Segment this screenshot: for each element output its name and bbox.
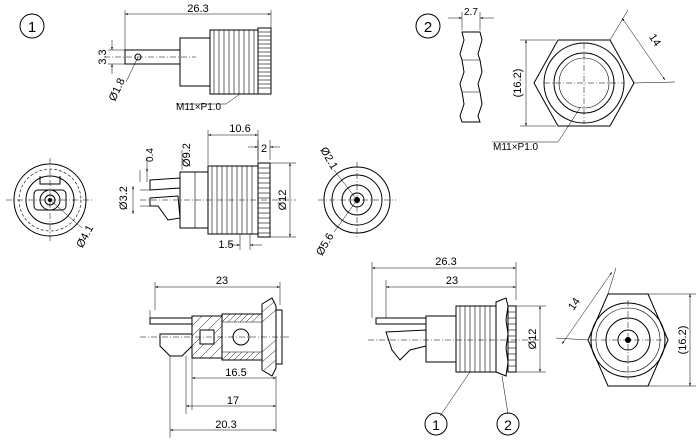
- dim-center-pin-dia: Ø2.1: [317, 145, 339, 172]
- side-view-top: 26.3 3.3 Ø1.8: [97, 3, 272, 113]
- left-face-view: Ø4.1: [6, 158, 96, 250]
- dim-assembly-length-overall: 26.3: [435, 256, 456, 268]
- callout-one: 1: [19, 13, 45, 39]
- dim-section-length-17: 17: [227, 395, 239, 407]
- label-nut-thread: M11×P1.0: [493, 142, 539, 153]
- callout-two-label: 2: [424, 19, 432, 36]
- nut-side-view: 2.7: [448, 7, 494, 123]
- dim-section-length-20-3: 20.3: [215, 419, 236, 431]
- right-face-view: Ø2.1 Ø5.6: [314, 145, 396, 258]
- assembly-callout-two-label: 2: [504, 417, 512, 433]
- dim-length-overall-top: 26.3: [187, 3, 208, 15]
- dim-assembly-across-flats: 14: [566, 296, 583, 313]
- dim-body-dia: Ø9.2: [181, 143, 193, 167]
- section-view: 23: [140, 275, 290, 438]
- dim-assembly-dia: Ø12: [527, 329, 539, 350]
- dim-nut-thickness: 2.7: [464, 7, 478, 18]
- label-thread-top: M11×P1.0: [176, 102, 222, 113]
- dim-nut-across-flats: 14: [646, 32, 663, 49]
- dim-section-length-16-5: 16.5: [225, 367, 246, 379]
- dim-assembly-length-23: 23: [446, 275, 458, 287]
- assembly-front-view: (16.2) 14: [555, 267, 696, 387]
- dim-section-length-23: 23: [216, 275, 228, 287]
- side-view-middle: 10.6 0.4 Ø9.2 2 Ø3.2: [118, 123, 296, 251]
- assembly-side-view: 26.3 23 Ø12: [368, 256, 546, 436]
- dim-pin-offset: 1.5: [218, 239, 233, 251]
- callout-two: 2: [415, 13, 441, 39]
- dim-left-face-dia: Ø4.1: [74, 223, 96, 250]
- dim-flange: 2: [261, 143, 267, 155]
- dim-assembly-across-corners: (16.2): [677, 326, 689, 355]
- dim-pin-hole: Ø1.8: [107, 76, 128, 103]
- nut-front-view: (16.2) 14 M11×P1.0: [492, 9, 676, 153]
- dim-pin-thickness: 0.4: [145, 148, 156, 162]
- dim-thread-dia: Ø12: [277, 190, 289, 211]
- dim-face-dia: Ø5.6: [314, 231, 336, 258]
- callout-one-label: 1: [28, 19, 36, 36]
- assembly-callout-one-label: 1: [432, 417, 440, 433]
- dim-pin-spacing: Ø3.2: [118, 186, 130, 210]
- dim-nut-across-corners: (16.2): [512, 69, 524, 98]
- dim-pin-width: 3.3: [97, 49, 109, 64]
- dim-thread-length: 10.6: [229, 123, 250, 135]
